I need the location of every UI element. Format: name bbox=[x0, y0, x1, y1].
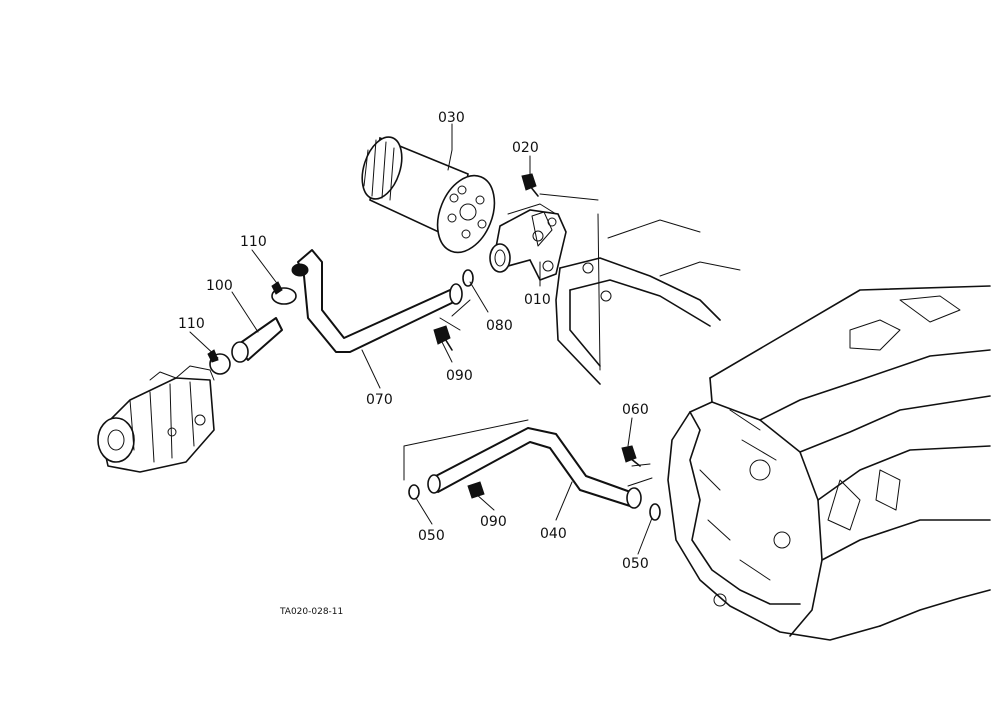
label-080: 080 bbox=[486, 318, 513, 334]
label-030: 030 bbox=[438, 110, 465, 126]
o-ring-050-left-icon bbox=[408, 484, 420, 500]
clamp-110-lower-icon bbox=[207, 349, 231, 375]
hydraulic-pump-icon bbox=[97, 365, 215, 473]
clamp-110-upper-icon bbox=[271, 281, 297, 305]
frame-rails bbox=[555, 213, 741, 385]
bolt-090-upper-icon bbox=[433, 325, 453, 351]
transmission-housing-icon bbox=[667, 285, 991, 641]
filter-bracket-icon bbox=[489, 203, 567, 282]
label-060: 060 bbox=[622, 402, 649, 418]
label-020: 020 bbox=[512, 140, 539, 156]
figure-code: TA020-028-11 bbox=[279, 607, 343, 617]
leader-lines bbox=[189, 123, 653, 555]
pipe-040-icon bbox=[427, 427, 642, 509]
label-090-upper: 090 bbox=[446, 368, 473, 384]
label-110-upper: 110 bbox=[240, 234, 267, 250]
label-040: 040 bbox=[540, 526, 567, 542]
hose-100-icon bbox=[231, 317, 283, 363]
label-050-right: 050 bbox=[622, 556, 649, 572]
o-ring-050-right-icon bbox=[649, 503, 661, 521]
bolt-090-lower-icon bbox=[467, 481, 485, 499]
label-100: 100 bbox=[206, 278, 233, 294]
label-110-lower: 110 bbox=[178, 316, 205, 332]
label-070: 070 bbox=[366, 392, 393, 408]
label-090-lower: 090 bbox=[480, 514, 507, 530]
label-010: 010 bbox=[524, 292, 551, 308]
bolt-060-icon bbox=[621, 445, 641, 467]
label-050-left: 050 bbox=[418, 528, 445, 544]
pipe-070-icon bbox=[291, 249, 463, 353]
bolt-020-icon bbox=[521, 173, 539, 197]
oil-filter-icon bbox=[361, 136, 496, 254]
